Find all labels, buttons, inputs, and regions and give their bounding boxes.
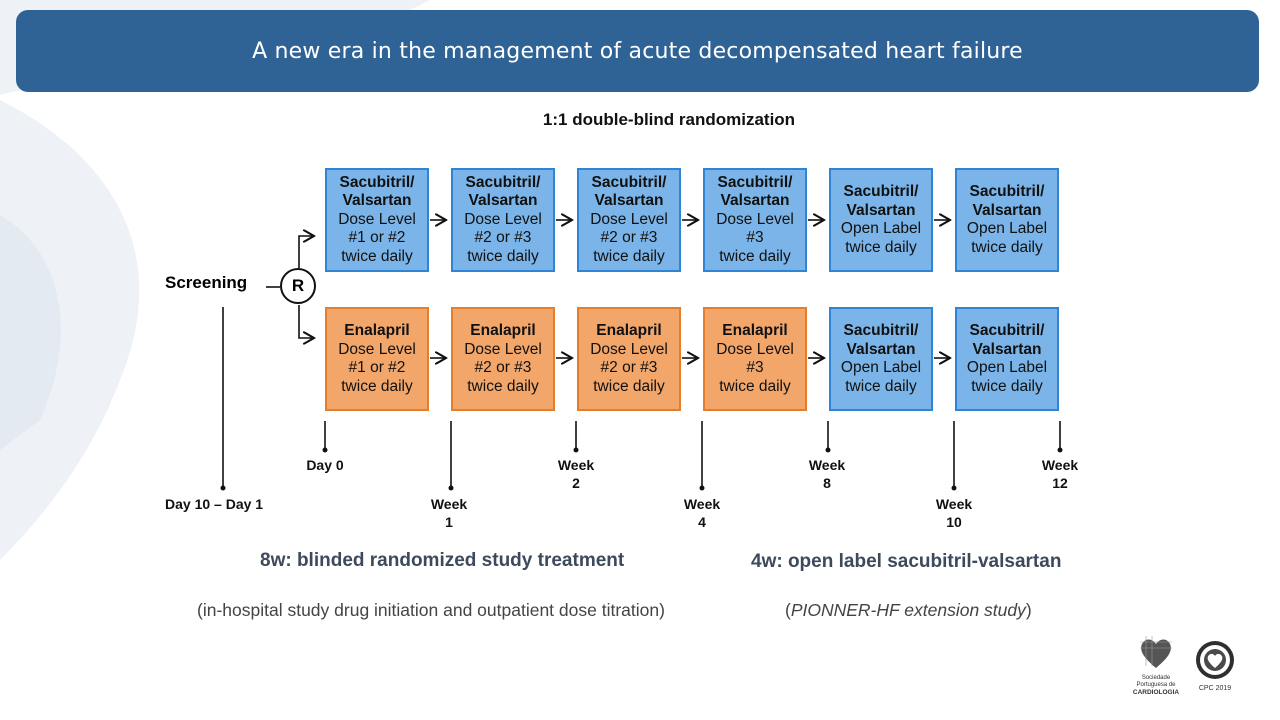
week-word: Week — [683, 496, 721, 512]
box-line: Dose Level — [590, 210, 668, 228]
bottom-arm-step-6: Sacubitril/ Valsartan Open Label twice d… — [955, 307, 1059, 411]
week-word: Week — [1041, 457, 1079, 473]
timeline-day0: Day 0 — [306, 457, 344, 473]
box-line: twice daily — [719, 247, 791, 265]
box-line: twice daily — [467, 377, 539, 395]
box-line: Open Label — [840, 359, 922, 376]
box-drug-name: Sacubitril/ Valsartan — [969, 183, 1045, 219]
box-line: twice daily — [719, 377, 791, 395]
box-line: #1 or #2 — [348, 229, 406, 247]
box-line: Open Label — [966, 220, 1048, 237]
bottom-arm-step-1: Enalapril Dose Level #1 or #2 twice dail… — [325, 307, 429, 411]
box-drug-name: Enalapril — [722, 322, 788, 339]
timeline-week4: Week 4 — [662, 495, 742, 531]
box-line: twice daily — [341, 247, 413, 265]
note-study-name: PIONNER-HF extension study — [790, 600, 1026, 620]
week-number: 8 — [823, 475, 831, 491]
box-line: #3 — [746, 229, 764, 247]
box-drug-name: Enalapril — [470, 322, 536, 339]
spc-logo-brand: CARDIOLOGIA — [1132, 689, 1180, 696]
box-line: twice daily — [845, 238, 917, 256]
box-line: #3 — [746, 359, 764, 376]
spc-logo: Sociedade Portuguesa de CARDIOLOGIA — [1128, 636, 1184, 708]
spc-logo-caption: Sociedade Portuguesa de CARDIOLOGIA — [1128, 675, 1184, 697]
box-line: twice daily — [467, 247, 539, 265]
box-line: Dose Level — [716, 340, 794, 358]
note-paren-open: ( — [785, 600, 791, 620]
phase-open-label: 4w: open label sacubitril-valsartan — [751, 551, 1062, 572]
box-line: Dose Level — [590, 340, 668, 358]
bottom-arm-step-2: Enalapril Dose Level #2 or #3 twice dail… — [451, 307, 555, 411]
spc-logo-line: Sociedade Portuguesa de — [1136, 675, 1176, 688]
timeline-week10: Week 10 — [914, 495, 994, 531]
cpc-logo: CPC 2019 — [1190, 640, 1240, 702]
box-line: Open Label — [840, 220, 922, 237]
heart-logo-icon — [1140, 636, 1172, 668]
box-drug-name: Sacubitril/ Valsartan — [969, 322, 1045, 358]
box-line: Dose Level — [464, 340, 542, 358]
box-line: Dose Level — [464, 210, 542, 228]
box-line: twice daily — [845, 377, 917, 395]
box-drug-name: Sacubitril/ Valsartan — [339, 173, 415, 210]
box-line: #2 or #3 — [600, 359, 658, 376]
top-arm-step-2: Sacubitril/ Valsartan Dose Level #2 or #… — [451, 168, 555, 272]
bottom-arm-step-3: Enalapril Dose Level #2 or #3 twice dail… — [577, 307, 681, 411]
screening-label: Screening — [165, 273, 248, 292]
phase-open-label-note: (PIONNER-HF extension study) — [785, 600, 1032, 621]
box-line: Dose Level — [716, 210, 794, 228]
bottom-arm-step-5: Sacubitril/ Valsartan Open Label twice d… — [829, 307, 933, 411]
top-arm-step-3: Sacubitril/ Valsartan Dose Level #2 or #… — [577, 168, 681, 272]
top-arm-step-4: Sacubitril/ Valsartan Dose Level #3 twic… — [703, 168, 807, 272]
box-drug-name: Sacubitril/ Valsartan — [591, 173, 667, 210]
top-arm-step-6: Sacubitril/ Valsartan Open Label twice d… — [955, 168, 1059, 272]
box-drug-name: Sacubitril/ Valsartan — [465, 173, 541, 210]
cpc-logo-caption: CPC 2019 — [1198, 685, 1232, 692]
top-arm-step-1: Sacubitril/ Valsartan Dose Level #1 or #… — [325, 168, 429, 272]
timeline-week12: Week 12 — [1020, 456, 1100, 492]
box-line: Open Label — [966, 359, 1048, 376]
box-drug-name: Sacubitril/ Valsartan — [843, 183, 919, 219]
box-line: Dose Level — [338, 210, 416, 228]
week-number: 4 — [698, 514, 706, 530]
phase-blinded-note: (in-hospital study drug initiation and o… — [197, 600, 665, 620]
page-title: A new era in the management of acute dec… — [252, 38, 1023, 64]
week-number: 10 — [946, 514, 962, 530]
box-drug-name: Sacubitril/ Valsartan — [717, 173, 793, 210]
box-line: #1 or #2 — [348, 359, 406, 376]
diagram-subtitle: 1:1 double-blind randomization — [542, 110, 796, 129]
box-line: twice daily — [593, 247, 665, 265]
header-bar: A new era in the management of acute dec… — [16, 10, 1259, 92]
randomization-node: R — [280, 268, 316, 304]
week-word: Week — [808, 457, 846, 473]
week-word: Week — [935, 496, 973, 512]
box-line: #2 or #3 — [600, 229, 658, 247]
box-drug-name: Enalapril — [344, 322, 410, 339]
box-line: #2 or #3 — [474, 229, 532, 247]
box-line: twice daily — [341, 377, 413, 395]
top-arm-step-5: Sacubitril/ Valsartan Open Label twice d… — [829, 168, 933, 272]
timeline-week1: Week 1 — [409, 495, 489, 531]
week-number: 1 — [445, 514, 453, 530]
week-word: Week — [557, 457, 595, 473]
week-number: 12 — [1052, 475, 1068, 491]
timeline-screening-window: Day 10 – Day 1 — [165, 496, 264, 512]
timeline-week2: Week 2 — [536, 456, 616, 492]
week-number: 2 — [572, 475, 580, 491]
box-drug-name: Sacubitril/ Valsartan — [843, 322, 919, 358]
box-line: twice daily — [971, 238, 1043, 256]
box-line: Dose Level — [338, 340, 416, 358]
note-paren-close: ) — [1025, 600, 1032, 620]
box-line: #2 or #3 — [474, 359, 532, 376]
phase-blinded-label: 8w: blinded randomized study treatment — [260, 550, 625, 571]
box-line: twice daily — [971, 377, 1043, 395]
week-word: Week — [430, 496, 468, 512]
box-line: twice daily — [593, 377, 665, 395]
cpc-heart-icon — [1196, 641, 1234, 679]
timeline-week8: Week 8 — [787, 456, 867, 492]
bottom-arm-step-4: Enalapril Dose Level #3 twice daily — [703, 307, 807, 411]
box-drug-name: Enalapril — [596, 322, 662, 339]
